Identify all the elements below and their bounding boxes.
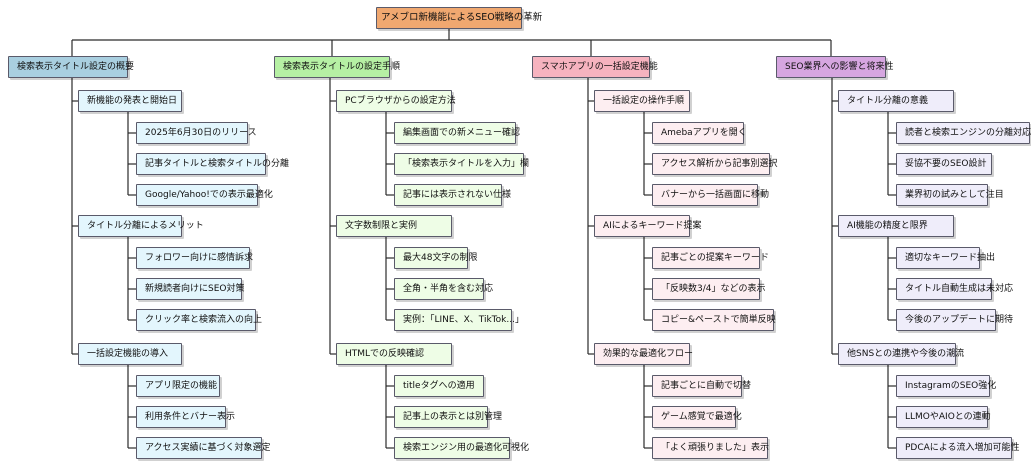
branch-3: スマホアプリの一括設定機能 <box>532 56 658 78</box>
item-1-2-2: 新規読者向けにSEO対策 <box>136 278 244 300</box>
item-2-3-3: 検索エンジン用の最適化可視化 <box>394 437 529 459</box>
group-4-2: AI機能の精度と限界 <box>838 215 954 237</box>
item-1-1-1: 2025年6月30日のリリース <box>136 122 257 144</box>
group-3-3: 効果的な最適化フロー <box>594 343 693 365</box>
item-2-3-1: titleタグへの適用 <box>394 375 484 397</box>
branch-4: SEO業界への影響と将来性 <box>776 56 893 78</box>
item-1-2-3: クリック率と検索流入の向上 <box>136 309 262 331</box>
group-1-3: 一括設定機能の導入 <box>78 343 182 365</box>
item-3-3-1: 記事ごとに自動で切替 <box>652 375 751 397</box>
item-3-1-2: アクセス解析から記事別選択 <box>652 153 778 175</box>
item-1-3-2: 利用条件とバナー表示 <box>136 406 235 428</box>
item-3-3-2: ゲーム感覚で最適化 <box>652 406 742 428</box>
item-3-2-2: 「反映数3/4」などの表示 <box>652 278 766 300</box>
item-2-1-1: 編集画面での新メニュー確認 <box>394 122 520 144</box>
item-4-1-1: 読者と検索エンジンの分離対応 <box>896 122 1031 144</box>
item-2-3-2: 記事上の表示とは別管理 <box>394 406 502 428</box>
item-4-2-3: 今後のアップデートに期待 <box>896 309 1013 331</box>
item-1-3-3: アクセス実績に基づく対象選定 <box>136 437 271 459</box>
group-1-1: 新機能の発表と開始日 <box>78 90 182 112</box>
item-4-1-2: 妥協不要のSEO設計 <box>896 153 992 175</box>
item-4-3-2: LLMOやAIOとの連動 <box>896 406 991 428</box>
item-4-1-3: 業界初の試みとして注目 <box>896 184 1004 206</box>
item-2-2-1: 最大48文字の制限 <box>394 247 477 269</box>
group-1-2: タイトル分離によるメリット <box>78 215 204 237</box>
branch-1: 検索表示タイトル設定の概要 <box>8 56 134 78</box>
item-1-3-1: アプリ限定の機能 <box>136 375 220 397</box>
item-2-1-3: 記事には表示されない仕様 <box>394 184 511 206</box>
group-3-2: AIによるキーワード提案 <box>594 215 702 237</box>
item-4-2-2: タイトル自動生成は未対応 <box>896 278 1013 300</box>
item-1-2-1: フォロワー向けに感情訴求 <box>136 247 253 269</box>
group-2-3: HTMLでの反映確認 <box>336 343 452 365</box>
group-4-3: 他SNSとの連携や今後の潮流 <box>838 343 964 365</box>
item-2-2-3: 実例：「LINE、X、TikTok...」 <box>394 309 524 331</box>
group-2-2: 文字数制限と実例 <box>336 215 452 237</box>
item-3-2-1: 記事ごとの提案キーワード <box>652 247 769 269</box>
group-3-1: 一括設定の操作手順 <box>594 90 690 112</box>
item-4-2-1: 適切なキーワード抽出 <box>896 247 995 269</box>
branch-2: 検索表示タイトルの設定手順 <box>274 56 400 78</box>
item-2-1-2: 「検索表示タイトルを入力」欄 <box>394 153 529 175</box>
item-3-1-1: Amebaアプリを開く <box>652 122 747 144</box>
group-2-1: PCブラウザからの設定方法 <box>336 90 456 112</box>
item-1-1-3: Google/Yahoo!での表示最適化 <box>136 184 273 206</box>
item-2-2-2: 全角・半角を含む対応 <box>394 278 493 300</box>
item-3-2-3: コピー&ペーストで簡単反映 <box>652 309 776 331</box>
item-3-1-3: バナーから一括画面に移動 <box>652 184 769 206</box>
item-4-3-3: PDCAによる流入増加可能性 <box>896 437 1020 459</box>
group-4-1: タイトル分離の意義 <box>838 90 954 112</box>
root-node: アメブロ新機能によるSEO戦略の革新 <box>376 7 542 29</box>
item-4-3-1: InstagramのSEO強化 <box>896 375 996 397</box>
item-1-1-2: 記事タイトルと検索タイトルの分離 <box>136 153 289 175</box>
item-3-3-3: 「よく頑張りました」表示 <box>652 437 769 459</box>
